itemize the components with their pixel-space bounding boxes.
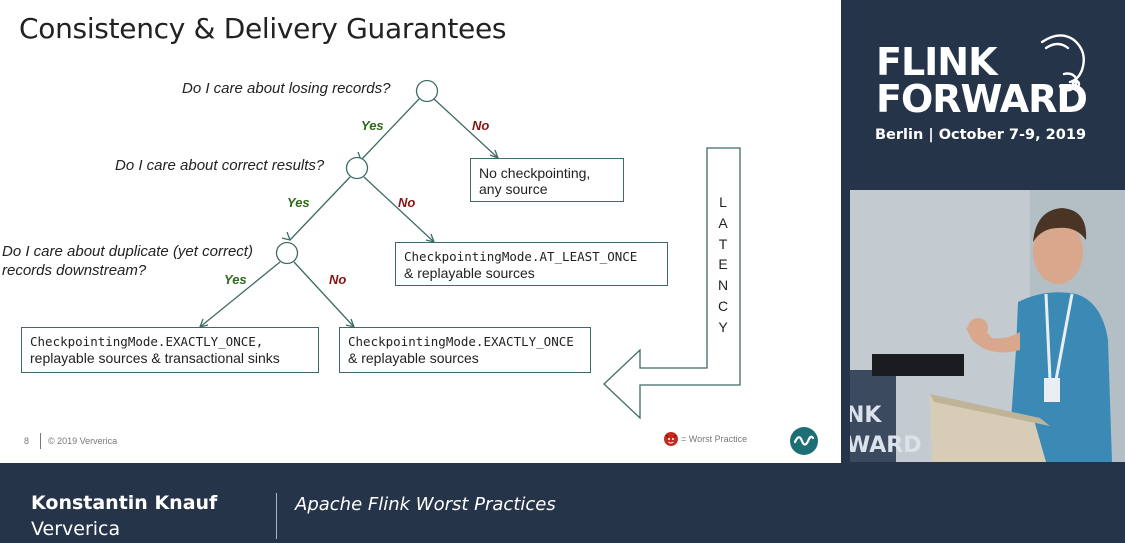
- edge-q3-yes: [199, 261, 281, 328]
- branch-label-q3-yes: Yes: [224, 272, 247, 287]
- speaker-name: Konstantin Knauf: [31, 492, 218, 514]
- question-losing-records: Do I care about losing records?: [182, 80, 391, 97]
- outcome-exactly-once-mode: CheckpointingMode.EXACTLY_ONCE: [348, 334, 574, 349]
- decision-node-q3: [275, 241, 299, 265]
- latency-letter: Y: [718, 318, 728, 335]
- branch-label-q2-yes: Yes: [287, 195, 310, 210]
- talk-title: Apache Flink Worst Practices: [295, 494, 556, 515]
- edge-q2-no: [363, 176, 435, 243]
- branch-label-q2-no: No: [398, 195, 416, 210]
- outcome-exactly-once: CheckpointingMode.EXACTLY_ONCE & replaya…: [339, 327, 591, 373]
- outcome-no-checkpointing-line1: No checkpointing,: [479, 165, 591, 181]
- question-duplicate-records-line2: records downstream?: [2, 262, 147, 279]
- edge-q2-yes: [289, 176, 351, 241]
- latency-label: L A T E N C Y: [710, 192, 736, 338]
- video-banner-text: NK: [850, 403, 882, 428]
- logo-word-forward: FORWARD: [876, 77, 1088, 121]
- decision-node-q2: [345, 156, 369, 180]
- latency-letter: T: [718, 235, 728, 252]
- outcome-at-least-once-line2: & replayable sources: [404, 265, 535, 281]
- outcome-no-checkpointing-line2: any source: [479, 181, 548, 197]
- footer-divider: [40, 433, 41, 449]
- decision-node-q1: [415, 79, 439, 103]
- slide-page-number: 8: [24, 436, 30, 446]
- legend-text: = Worst Practice: [681, 434, 748, 444]
- outcome-exactly-once-line2: & replayable sources: [348, 350, 479, 366]
- branch-label-q3-no: No: [329, 272, 347, 287]
- latency-letter: A: [718, 214, 728, 231]
- slide-title: Consistency & Delivery Guarantees: [19, 12, 507, 45]
- event-date-location: Berlin | October 7-9, 2019: [875, 127, 1087, 143]
- outcome-at-least-once-mode: CheckpointingMode.AT_LEAST_ONCE: [404, 249, 638, 264]
- flink-forward-logo: FLINK FORWARD: [876, 40, 1088, 121]
- edge-q3-no: [293, 261, 355, 328]
- presentation-slide: Consistency & Delivery Guarantees Do I c…: [0, 0, 841, 463]
- video-banner-text: WARD: [850, 433, 922, 458]
- lower-third-divider: [276, 493, 277, 539]
- question-correct-results: Do I care about correct results?: [115, 157, 325, 174]
- speaker-video-feed: NK WARD: [850, 190, 1125, 462]
- branch-label-q1-no: No: [472, 118, 490, 133]
- outcome-exactly-once-transactional-mode: CheckpointingMode.EXACTLY_ONCE,: [30, 334, 264, 349]
- latency-arrow: [603, 147, 741, 420]
- edge-q1-yes: [360, 98, 420, 161]
- speaker-company: Ververica: [31, 518, 121, 540]
- latency-letter: E: [718, 256, 728, 273]
- edge-q1-no: [433, 98, 499, 159]
- outcome-exactly-once-transactional: CheckpointingMode.EXACTLY_ONCE, replayab…: [21, 327, 319, 373]
- outcome-at-least-once: CheckpointingMode.AT_LEAST_ONCE & replay…: [395, 242, 668, 286]
- footer-copyright: © 2019 Ververica: [48, 436, 118, 446]
- latency-letter: C: [717, 297, 729, 314]
- ververica-logo-icon: [790, 427, 818, 455]
- arrowhead-q2-yes: [281, 231, 292, 241]
- devil-icon: [664, 432, 678, 446]
- worst-practice-legend: = Worst Practice: [664, 432, 747, 446]
- question-duplicate-records-line1: Do I care about duplicate (yet correct): [2, 243, 253, 260]
- latency-letter: L: [719, 194, 727, 210]
- logo-word-flink: FLINK: [876, 40, 998, 84]
- branch-label-q1-yes: Yes: [361, 118, 384, 133]
- outcome-no-checkpointing: No checkpointing, any source: [470, 158, 624, 202]
- outcome-exactly-once-transactional-line2: replayable sources & transactional sinks: [30, 350, 280, 366]
- squirrel-mascot-icon: [1040, 34, 1085, 92]
- latency-letter: N: [717, 277, 729, 294]
